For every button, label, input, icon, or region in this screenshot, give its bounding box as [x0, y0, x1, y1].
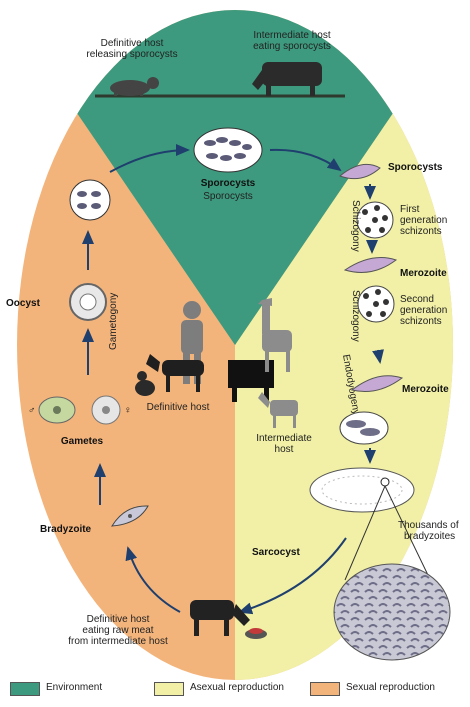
- macrogamete-icon: [39, 397, 75, 423]
- male-symbol: ♂: [28, 405, 36, 416]
- legend-swatch-environment: [10, 682, 40, 696]
- gametogony-label: Gametogony: [108, 293, 119, 350]
- legend-swatch-sexual: [310, 682, 340, 696]
- sporulated-oocyst-icon: [70, 180, 110, 220]
- gametes-label: Gametes: [61, 436, 104, 447]
- oocyst-label: Oocyst: [6, 298, 41, 309]
- sporocyst-cluster-icon: [194, 128, 262, 172]
- schizogony-label-1: Schizogony: [350, 200, 361, 252]
- legend-swatch-asexual: [154, 682, 184, 696]
- second-schizont-icon: [358, 286, 394, 322]
- bradyzoite-label: Bradyzoite: [40, 524, 92, 535]
- sarcocyst-icon: [310, 468, 414, 512]
- merozoite-1-label: Merozoite: [400, 268, 447, 279]
- legend-label-environment: Environment: [46, 682, 102, 693]
- legend: Environment Asexual reproduction Sexual …: [0, 678, 470, 698]
- microgamete-icon: [92, 396, 120, 424]
- sporocysts-right-label: Sporocysts: [388, 162, 443, 173]
- legend-label-asexual: Asexual reproduction: [190, 682, 284, 693]
- legend-label-sexual: Sexual reproduction: [346, 682, 435, 693]
- bradyzoite-magnified-icon: [334, 564, 450, 660]
- female-symbol: ♀: [124, 405, 132, 416]
- first-schizont-icon: [357, 202, 393, 238]
- sarcocyst-label: Sarcocyst: [252, 547, 300, 558]
- oocyst-icon: [70, 284, 106, 320]
- sporocysts-title: Sporocysts: [201, 178, 256, 189]
- merozoite-2-label: Merozoite: [402, 384, 449, 395]
- sporocysts-subtitle: Sporocysts: [203, 191, 252, 202]
- young-sarcocyst-icon: [340, 412, 388, 444]
- definitive-host-label: Definitive host: [147, 402, 210, 413]
